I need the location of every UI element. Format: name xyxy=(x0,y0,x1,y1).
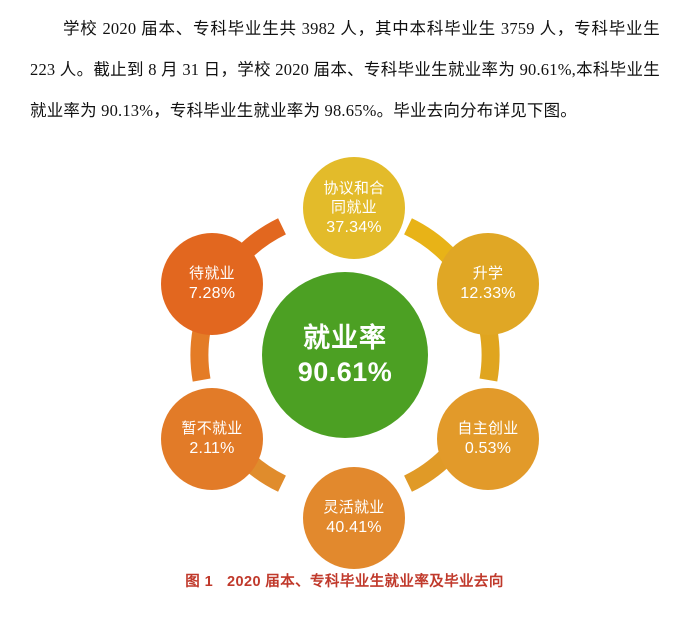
center-bubble-label: 就业率 xyxy=(303,323,387,353)
intro-paragraph: 学校 2020 届本、专科毕业生共 3982 人，其中本科毕业生 3759 人，… xyxy=(30,19,660,120)
bubble-entrepreneurship: 自主创业 0.53% xyxy=(437,388,539,490)
bubble-value: 2.11% xyxy=(189,440,235,457)
bubble-label: 暂不就业 xyxy=(181,420,243,437)
ring-arc-right xyxy=(479,328,500,382)
figure-caption-number: 图 1 xyxy=(185,574,214,590)
bubble-value: 0.53% xyxy=(464,440,512,457)
bubble-label: 灵活就业 xyxy=(323,499,385,516)
bubble-flexible-employment: 灵活就业 40.41% xyxy=(303,467,405,569)
bubble-label: 自主创业 xyxy=(457,420,519,437)
center-bubble-value: 90.61% xyxy=(297,357,393,387)
ring-arc-left xyxy=(190,328,211,382)
bubble-value: 12.33% xyxy=(460,285,516,302)
bubble-not-seeking-employment: 暂不就业 2.11% xyxy=(161,388,263,490)
bubble-contract-employment: 协议和合 同就业 37.34% xyxy=(303,157,405,259)
bubble-label: 待就业 xyxy=(189,265,235,282)
bubble-label: 协议和合 同就业 xyxy=(323,179,385,216)
bubble-awaiting-employment: 待就业 7.28% xyxy=(161,233,263,335)
bubble-label: 升学 xyxy=(472,265,504,282)
figure-caption: 图 1 2020 届本、专科毕业生就业率及毕业去向 xyxy=(0,570,689,591)
bubble-further-study: 升学 12.33% xyxy=(437,233,539,335)
bubble-value: 7.28% xyxy=(188,285,236,302)
employment-donut-figure: 就业率 90.61% 协议和合 同就业 37.34% 升学 12.33% 自主创… xyxy=(0,140,689,580)
bubble-value: 40.41% xyxy=(326,519,382,536)
bubble-value: 37.34% xyxy=(326,218,382,236)
center-bubble-employment-rate: 就业率 90.61% xyxy=(262,272,428,438)
figure-caption-text: 2020 届本、专科毕业生就业率及毕业去向 xyxy=(227,574,504,590)
